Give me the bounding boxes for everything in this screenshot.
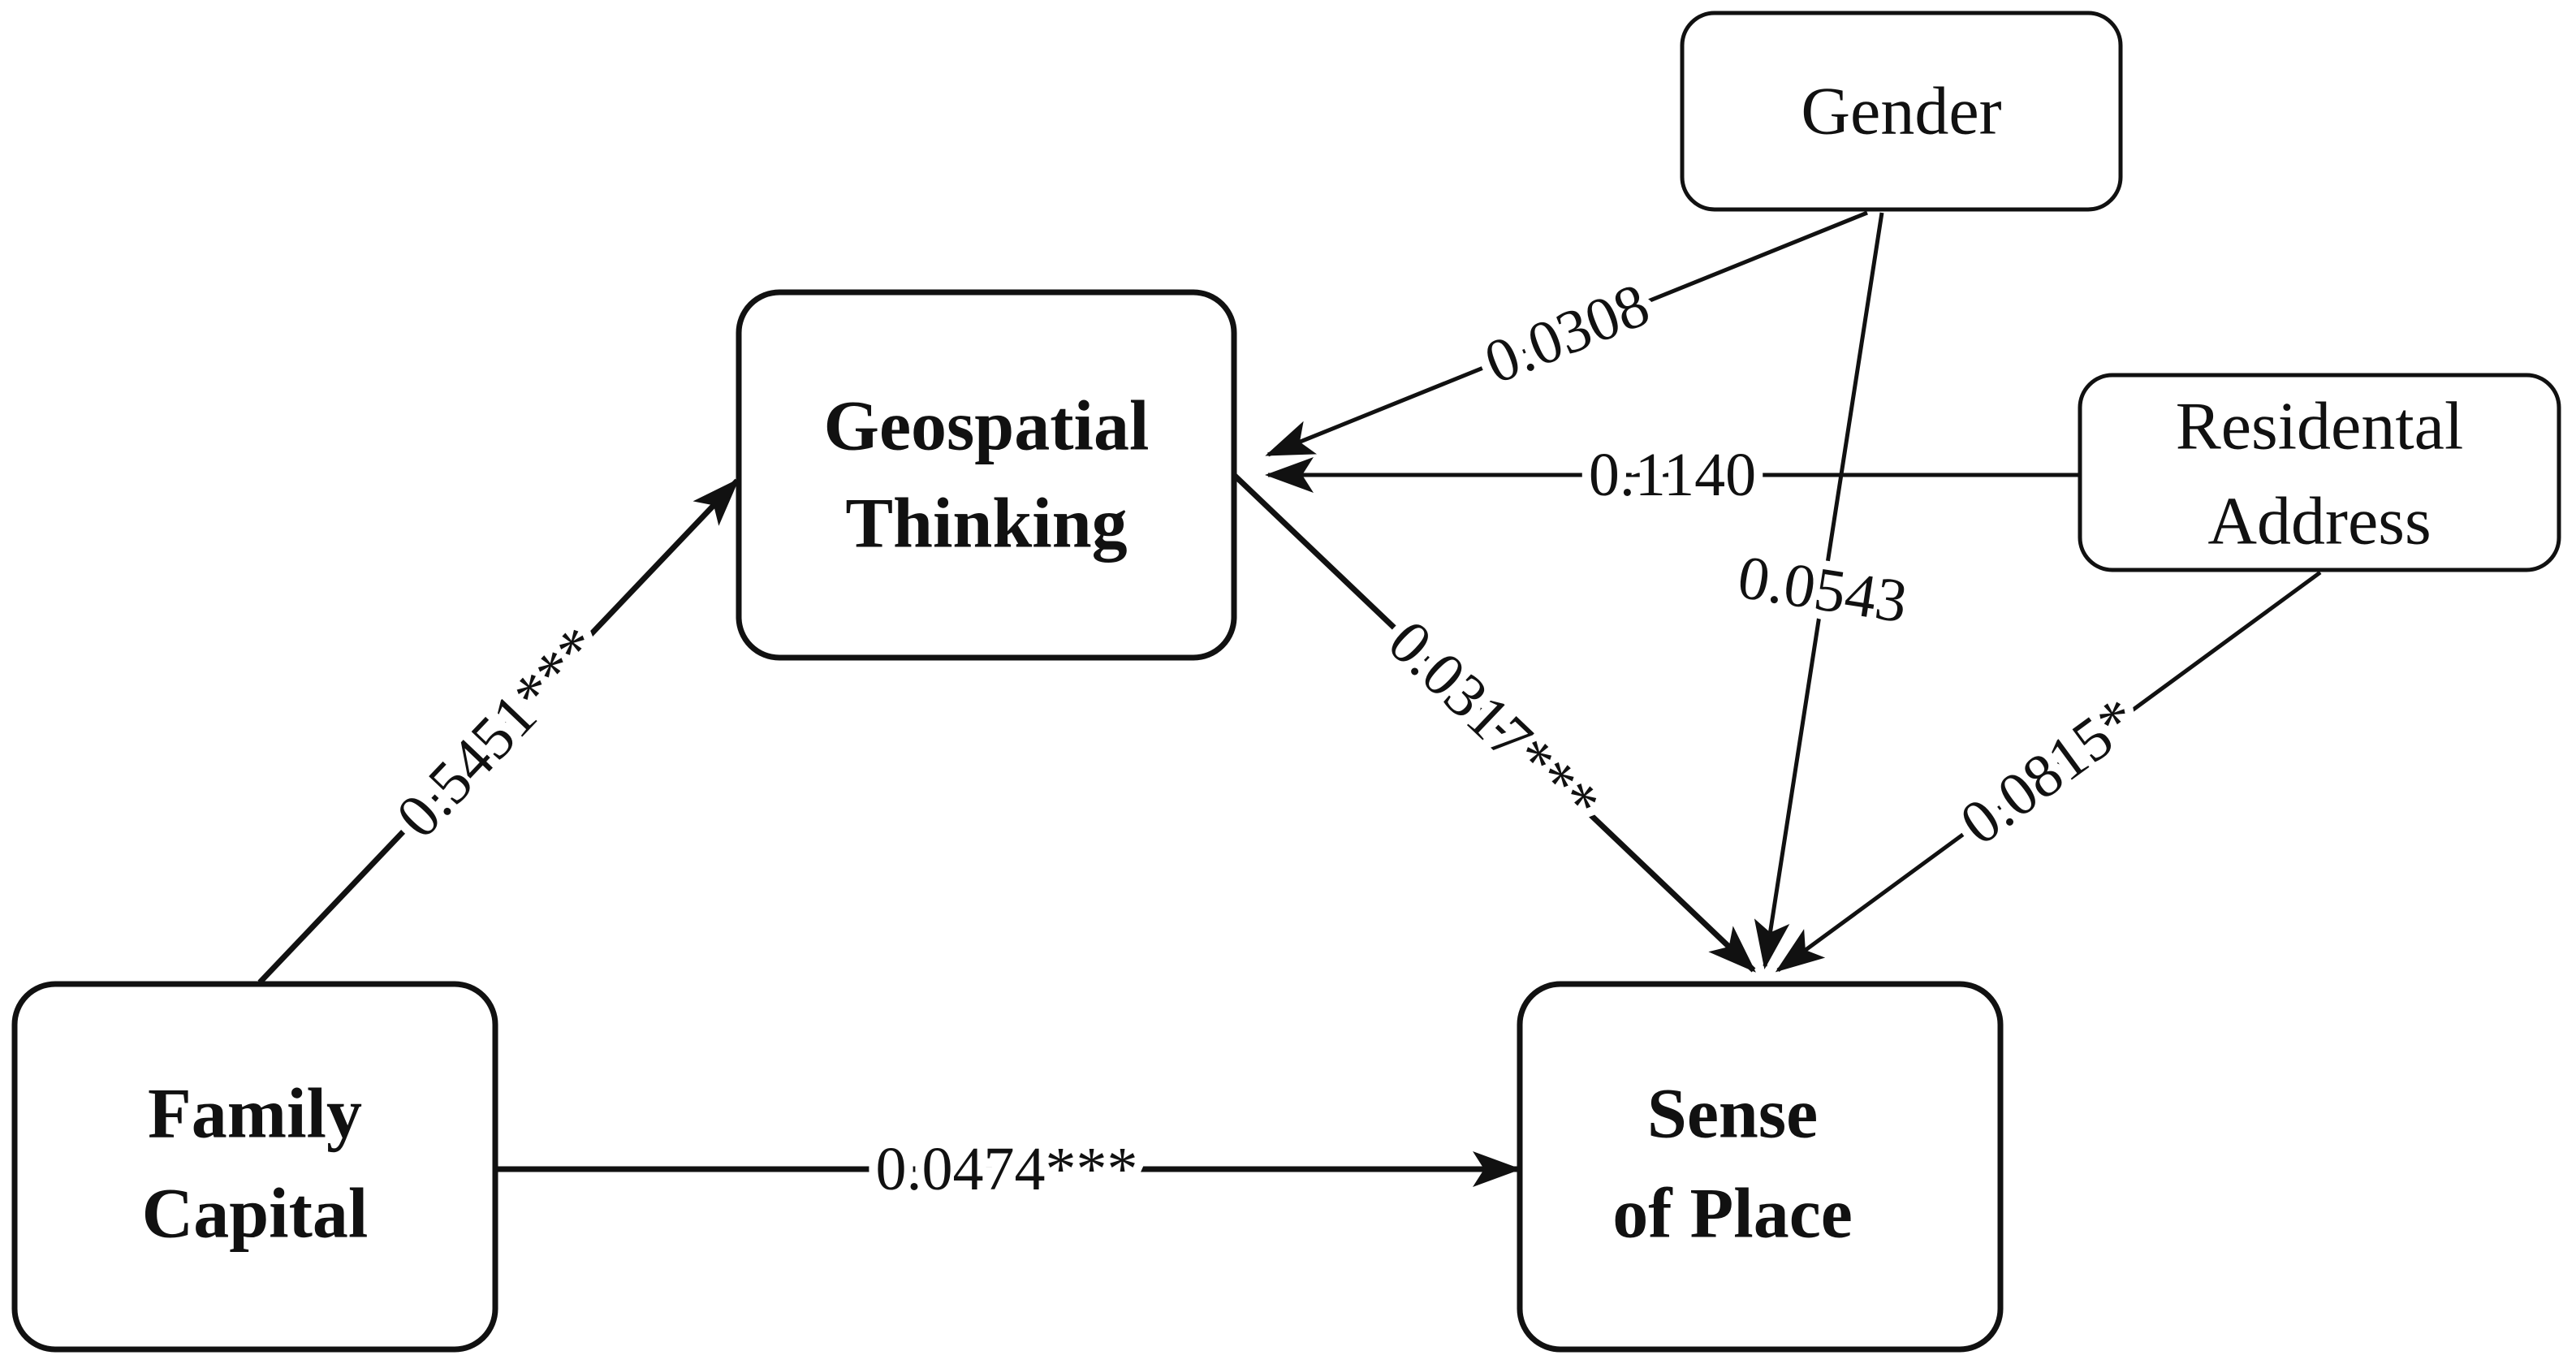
edge-label-address-to-geospatial: 0.1140 (1589, 441, 1756, 509)
edge-label-address-to-sense: 0.0815* (1948, 684, 2151, 858)
node-family-capital-line2: Capital (142, 1175, 369, 1254)
node-family-capital-line1: Family (148, 1075, 362, 1154)
edge-label-geospatial-to-sense: 0.0317*** (1375, 607, 1612, 838)
node-family-capital: Family Capital (11, 981, 498, 1353)
node-residential-address-line1: Residental (2176, 389, 2464, 464)
edge-gender-to-sense (1754, 212, 1884, 969)
edge-geospatial-to-sense (1232, 473, 1756, 973)
node-sense-of-place-line2: of Place (1612, 1175, 1853, 1254)
node-geospatial-thinking-line2: Thinking (845, 485, 1127, 563)
edge-label-family-to-sense: 0.0474*** (876, 1135, 1138, 1203)
edge-gender-to-geospatial (1265, 210, 1868, 457)
node-sense-of-place: Sense of Place (1517, 981, 2004, 1353)
edge-address-to-sense (1775, 570, 2322, 973)
edge-label-gender-to-geospatial: 0.0308 (1475, 270, 1658, 397)
edge-label-family-to-geospatial: 0.5451*** (383, 614, 614, 851)
node-gender-label: Gender (1801, 74, 2001, 149)
edge-label-gender-to-sense: 0.0543 (1733, 543, 1911, 637)
node-gender: Gender (1680, 11, 2123, 212)
node-residential-address: Residental Address (2078, 373, 2561, 572)
edge-family-to-geospatial (257, 478, 740, 985)
node-geospatial-thinking: Geospatial Thinking (736, 289, 1237, 661)
node-geospatial-thinking-line1: Geospatial (824, 387, 1150, 466)
node-residential-address-line2: Address (2207, 484, 2431, 559)
node-sense-of-place-line1: Sense (1647, 1075, 1818, 1154)
